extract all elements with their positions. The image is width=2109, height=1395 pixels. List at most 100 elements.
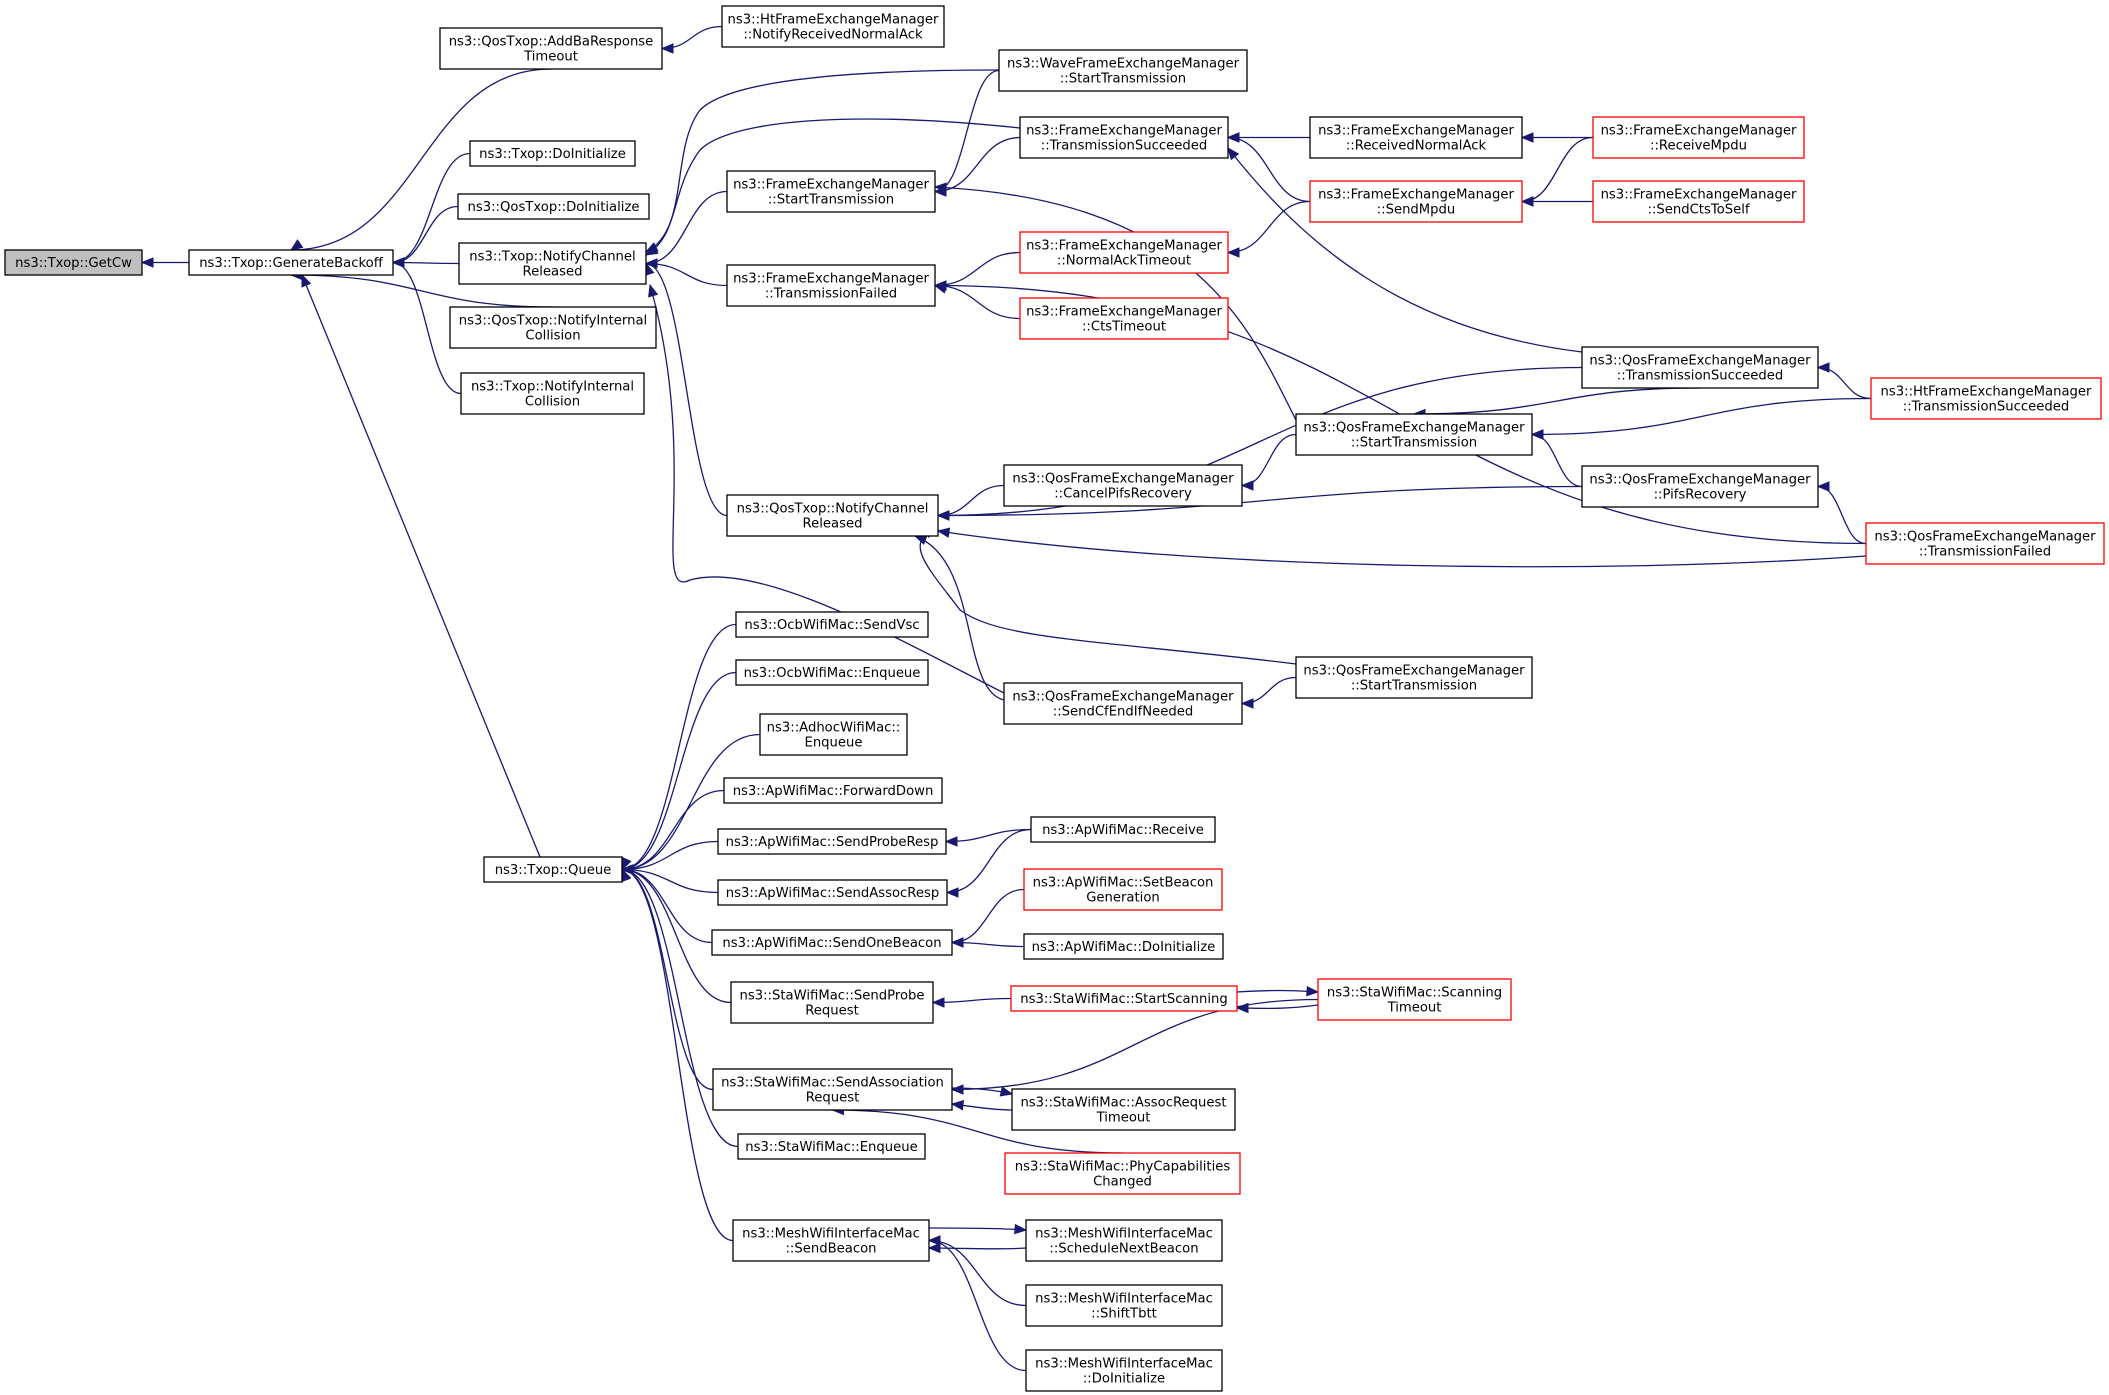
- arrowhead: [927, 1235, 941, 1246]
- function-node-sta-ss[interactable]: ns3::StaWifiMac::StartScanning: [1010, 985, 1238, 1012]
- node-label: ns3::HtFrameExchangeManager: [728, 13, 939, 28]
- call-edge: [644, 262, 728, 517]
- node-box: [1025, 1284, 1223, 1327]
- node-label: Request: [805, 1004, 859, 1019]
- node-box: [1011, 1088, 1236, 1131]
- node-label: ns3::Txop::Queue: [495, 863, 612, 878]
- arrowhead: [1816, 362, 1830, 373]
- function-node-fem-rmpdu[interactable]: ns3::FrameExchangeManager::ReceiveMpdu: [1592, 116, 1805, 159]
- function-node-mesh-stbtt[interactable]: ns3::MeshWifiInterfaceMac::ShiftTbtt: [1025, 1284, 1223, 1327]
- call-edge: [301, 273, 541, 858]
- function-node-adhoc-enq[interactable]: ns3::AdhocWifiMac::Enqueue: [759, 713, 908, 756]
- function-node-mesh-sb[interactable]: ns3::MeshWifiInterfaceMac::SendBeacon: [732, 1219, 930, 1262]
- function-node-qfem-scfe[interactable]: ns3::QosFrameExchangeManager::SendCfEndI…: [1003, 682, 1243, 725]
- call-edge: [1226, 200, 1311, 258]
- node-label: ns3::ApWifiMac::SendProbeResp: [726, 835, 939, 850]
- function-node-fem-ts[interactable]: ns3::FrameExchangeManager::TransmissionS…: [1019, 116, 1229, 159]
- node-label: ::SendMpdu: [1377, 203, 1456, 218]
- arrowhead: [1226, 132, 1240, 143]
- arrowhead: [1306, 985, 1320, 997]
- call-edge: [391, 205, 459, 268]
- function-node-htfem-ts[interactable]: ns3::HtFrameExchangeManager::Transmissio…: [1870, 377, 2102, 420]
- function-node-wave-st[interactable]: ns3::WaveFrameExchangeManager::StartTran…: [998, 49, 1248, 92]
- node-label: ::StartTransmission: [1351, 679, 1477, 694]
- function-node-ocb-enq[interactable]: ns3::OcbWifiMac::Enqueue: [735, 659, 929, 686]
- function-node-qfem-tf[interactable]: ns3::QosFrameExchangeManager::Transmissi…: [1865, 522, 2105, 565]
- function-node-qos-doinit[interactable]: ns3::QosTxop::DoInitialize: [457, 193, 650, 220]
- call-edge: [289, 68, 552, 251]
- function-node-qfem-pr[interactable]: ns3::QosFrameExchangeManager::PifsRecove…: [1581, 465, 1819, 508]
- arrowhead: [1240, 480, 1254, 491]
- node-box: [1309, 116, 1523, 159]
- call-edge: [1816, 362, 1872, 400]
- node-label: ::DoInitialize: [1083, 1372, 1165, 1387]
- function-node-mesh-doinit[interactable]: ns3::MeshWifiInterfaceMac::DoInitialize: [1025, 1349, 1223, 1392]
- call-edges: [140, 25, 1872, 1372]
- node-box: [717, 828, 947, 855]
- function-node-ap-spr[interactable]: ns3::ApWifiMac::SendProbeResp: [717, 828, 947, 855]
- node-label: ns3::QosFrameExchangeManager: [1874, 530, 2096, 545]
- node-box: [712, 1068, 953, 1111]
- function-node-fem-rna[interactable]: ns3::FrameExchangeManager::ReceivedNorma…: [1309, 116, 1523, 159]
- function-node-ap-fwd[interactable]: ns3::ApWifiMac::ForwardDown: [723, 777, 943, 804]
- function-node-qfem-st2[interactable]: ns3::QosFrameExchangeManager::StartTrans…: [1295, 656, 1533, 699]
- node-label: ::TransmissionSucceeded: [1617, 369, 1783, 384]
- node-box: [458, 242, 647, 285]
- function-node-txop-queue[interactable]: ns3::Txop::Queue: [483, 856, 623, 883]
- function-node-ap-sob[interactable]: ns3::ApWifiMac::SendOneBeacon: [711, 929, 953, 956]
- node-label: ::CancelPifsRecovery: [1054, 487, 1192, 502]
- node-label: Released: [803, 517, 863, 532]
- node-box: [1592, 180, 1805, 223]
- function-node-ap-doinit[interactable]: ns3::ApWifiMac::DoInitialize: [1023, 933, 1224, 960]
- function-node-ap-recv[interactable]: ns3::ApWifiMac::Receive: [1030, 816, 1216, 843]
- arrowhead: [1226, 247, 1240, 258]
- node-box: [998, 49, 1248, 92]
- node-label: ns3::FrameExchangeManager: [733, 178, 929, 193]
- node-label: Request: [806, 1091, 860, 1106]
- function-node-fem-ctst[interactable]: ns3::FrameExchangeManager::CtsTimeout: [1019, 297, 1229, 340]
- arrowhead: [1816, 481, 1830, 492]
- function-node-fem-sendmpdu[interactable]: ns3::FrameExchangeManager::SendMpdu: [1309, 180, 1523, 223]
- arrowhead: [933, 283, 948, 294]
- node-label: ::TransmissionFailed: [1919, 545, 2051, 560]
- function-node-fem-st[interactable]: ns3::FrameExchangeManager::StartTransmis…: [726, 170, 936, 213]
- arrowhead: [644, 244, 659, 256]
- function-node-txop-doinit[interactable]: ns3::Txop::DoInitialize: [469, 140, 636, 167]
- node-label: ::TransmissionSucceeded: [1903, 400, 2069, 415]
- call-edge: [945, 828, 1032, 898]
- function-node-fem-sctsself[interactable]: ns3::FrameExchangeManager::SendCtsToSelf: [1592, 180, 1805, 223]
- function-node-ht-notifyack[interactable]: ns3::HtFrameExchangeManager::NotifyRecei…: [721, 5, 945, 48]
- call-edge: [936, 485, 1583, 521]
- call-edge: [621, 868, 714, 1091]
- function-node-qfem-st[interactable]: ns3::QosFrameExchangeManager::StartTrans…: [1295, 413, 1533, 456]
- function-node-ocb-vsc[interactable]: ns3::OcbWifiMac::SendVsc: [735, 611, 929, 638]
- arrowhead: [950, 937, 964, 948]
- function-node-fem-nat[interactable]: ns3::FrameExchangeManager::NormalAckTime…: [1019, 231, 1229, 274]
- function-node-sta-enq[interactable]: ns3::StaWifiMac::Enqueue: [737, 1133, 926, 1160]
- arrowhead: [931, 997, 945, 1008]
- function-node-getcw[interactable]: ns3::Txop::GetCw: [4, 249, 143, 276]
- node-label: Timeout: [1096, 1111, 1151, 1126]
- function-node-qfem-cpr[interactable]: ns3::QosFrameExchangeManager::CancelPifs…: [1003, 464, 1243, 507]
- function-node-mesh-snb[interactable]: ns3::MeshWifiInterfaceMac::ScheduleNextB…: [1025, 1219, 1223, 1262]
- function-node-fem-tf[interactable]: ns3::FrameExchangeManager::TransmissionF…: [726, 264, 936, 307]
- call-edge: [1530, 429, 1583, 488]
- node-box: [726, 494, 939, 537]
- function-node-qfem-ts[interactable]: ns3::QosFrameExchangeManager::Transmissi…: [1581, 346, 1819, 389]
- arrowhead: [950, 1100, 965, 1111]
- function-node-ap-sar[interactable]: ns3::ApWifiMac::SendAssocResp: [717, 879, 948, 906]
- function-node-genbackoff[interactable]: ns3::Txop::GenerateBackoff: [188, 249, 394, 276]
- call-edge: [1520, 132, 1594, 143]
- node-label: Generation: [1086, 891, 1160, 906]
